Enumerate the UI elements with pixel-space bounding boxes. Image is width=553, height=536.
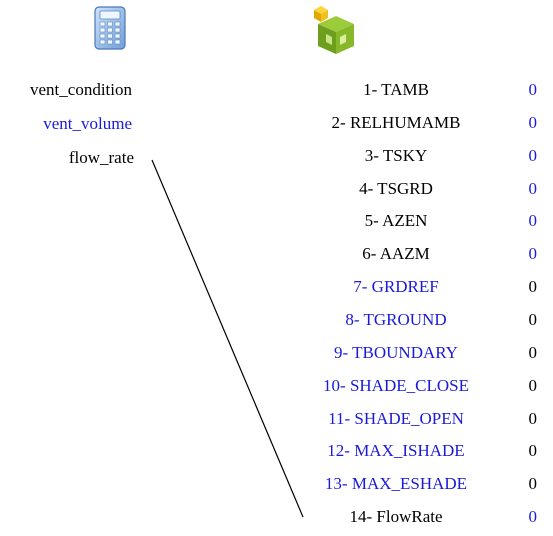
input-value[interactable]: 0	[528, 113, 538, 132]
input-value[interactable]: 0	[528, 409, 538, 428]
input-label[interactable]: 1- TAMB	[363, 80, 429, 99]
input-label[interactable]: 3- TSKY	[364, 146, 428, 165]
input-label[interactable]: 5- AZEN	[364, 211, 428, 230]
link-line[interactable]	[151, 159, 304, 518]
input-label[interactable]: 6- AAZM	[362, 244, 430, 263]
output-vent-volume[interactable]: vent_volume	[0, 114, 132, 134]
input-label[interactable]: 10- SHADE_CLOSE	[323, 376, 469, 395]
input-value[interactable]: 0	[528, 211, 538, 230]
input-label[interactable]: 13- MAX_ESHADE	[324, 474, 468, 493]
input-value[interactable]: 0	[528, 146, 538, 165]
input-value[interactable]: 0	[528, 376, 538, 395]
building-component-icon[interactable]	[312, 2, 356, 56]
input-value[interactable]: 0	[528, 179, 538, 198]
input-label[interactable]: 8- TGROUND	[345, 310, 447, 329]
input-value[interactable]: 0	[528, 474, 538, 493]
input-label[interactable]: 11- SHADE_OPEN	[328, 409, 464, 428]
input-label[interactable]: 9- TBOUNDARY	[334, 343, 458, 362]
output-label[interactable]: vent_volume	[43, 114, 132, 133]
output-flow-rate[interactable]: flow_rate	[0, 148, 134, 168]
input-label[interactable]: 4- TSGRD	[359, 179, 433, 198]
input-value[interactable]: 0	[528, 441, 538, 460]
output-vent-condition[interactable]: vent_condition	[0, 80, 132, 100]
output-label[interactable]: vent_condition	[30, 80, 132, 99]
input-label[interactable]: 2- RELHUMAMB	[331, 113, 461, 132]
calculator-icon[interactable]	[92, 5, 128, 51]
input-value[interactable]: 0	[528, 343, 538, 362]
input-label[interactable]: 12- MAX_ISHADE	[327, 441, 465, 460]
input-value[interactable]: 0	[528, 244, 538, 263]
output-label[interactable]: flow_rate	[68, 148, 134, 167]
input-value[interactable]: 0	[528, 310, 538, 329]
input-value[interactable]: 0	[528, 507, 538, 526]
input-value[interactable]: 0	[528, 277, 538, 296]
input-label[interactable]: 14- FlowRate	[349, 507, 443, 526]
input-value[interactable]: 0	[528, 80, 538, 99]
input-label[interactable]: 7- GRDREF	[353, 277, 439, 296]
